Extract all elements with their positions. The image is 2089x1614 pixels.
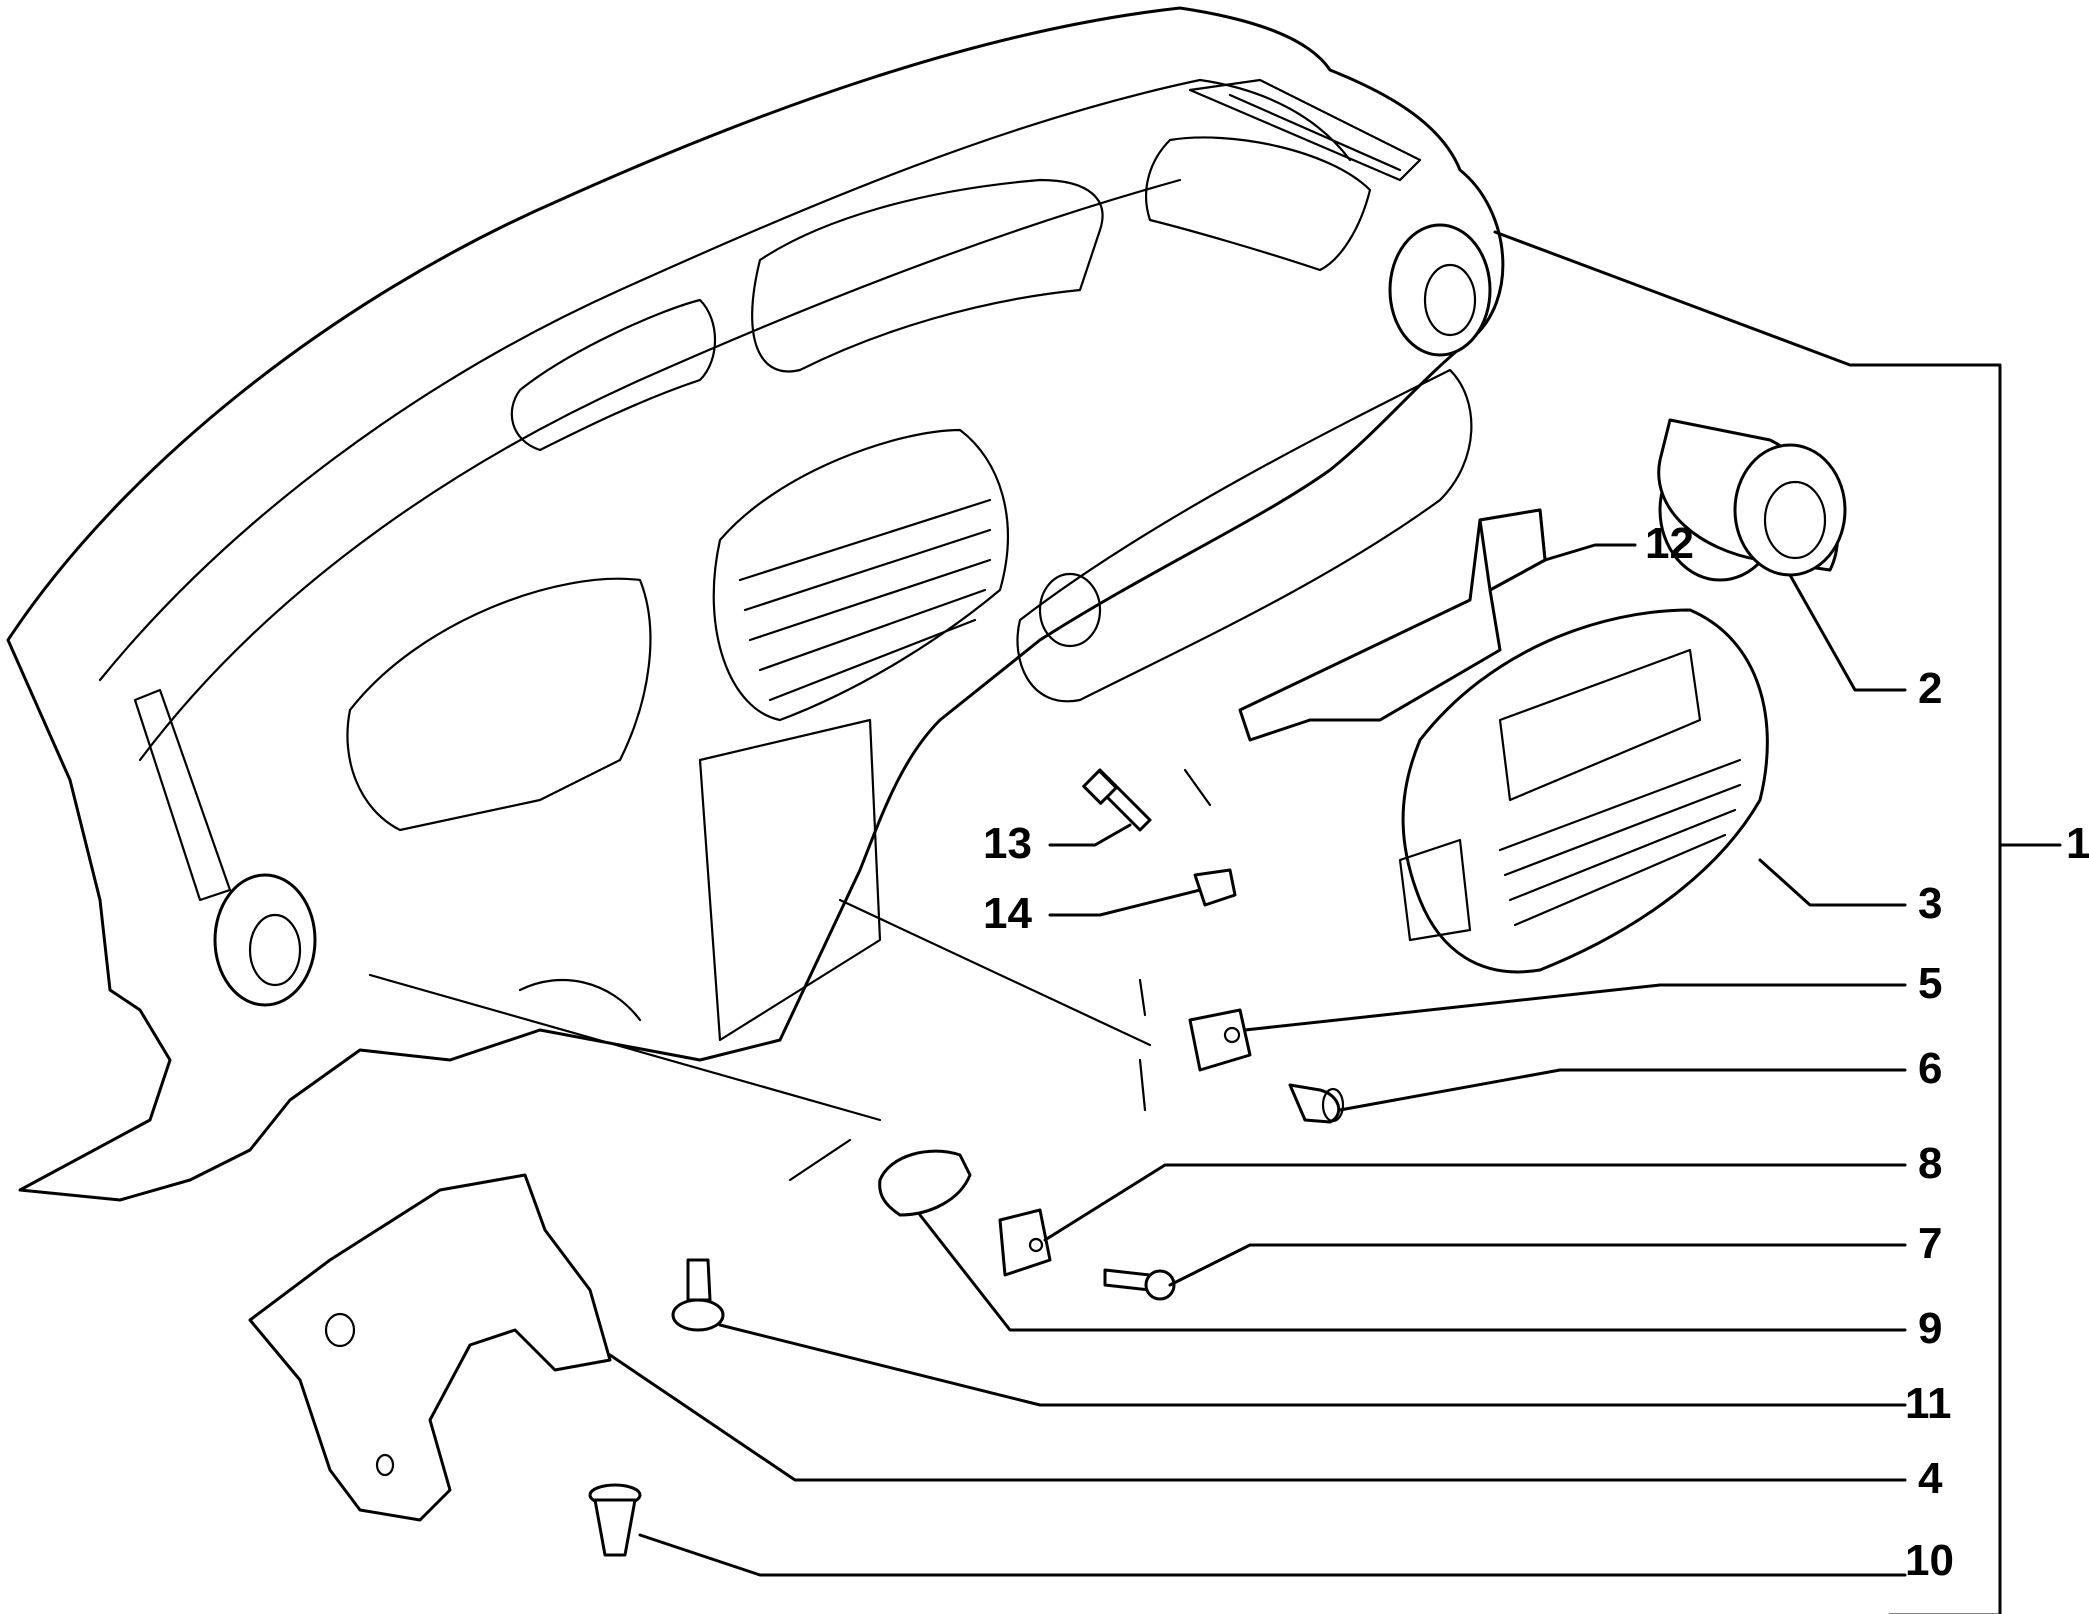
screw-13	[1082, 768, 1152, 832]
callout-6: 6	[1918, 1044, 1943, 1093]
clip-8	[998, 1208, 1052, 1277]
callout-4: 4	[1918, 1454, 1943, 1503]
insulation-panel	[248, 1173, 612, 1522]
callout-5: 5	[1918, 959, 1943, 1008]
plug-6	[1288, 1083, 1345, 1124]
dashboard-assembly	[6, 6, 1505, 1202]
mounting-bracket	[1238, 508, 1547, 742]
round-air-vent	[1657, 418, 1847, 582]
callout-11: 11	[1905, 1379, 1952, 1428]
callout-13: 13	[983, 819, 1032, 868]
callout-9: 9	[1918, 1304, 1943, 1353]
callout-3: 3	[1918, 879, 1943, 928]
callout-12: 12	[1645, 519, 1694, 568]
callout-10: 10	[1905, 1536, 1954, 1585]
clip-10	[588, 1483, 642, 1557]
screw-11	[671, 1258, 725, 1332]
callout-14: 14	[983, 889, 1032, 938]
callout-1: 1	[2066, 819, 2089, 868]
screw-7	[1103, 1268, 1176, 1301]
callout-2: 2	[1918, 664, 1943, 713]
center-air-vent	[1398, 608, 1769, 974]
leader-lines	[368, 230, 2062, 1614]
cover-9	[878, 1149, 972, 1217]
clip-14	[1193, 868, 1237, 907]
callout-7: 7	[1918, 1219, 1943, 1268]
clip-5	[1188, 1008, 1252, 1072]
callout-8: 8	[1918, 1139, 1943, 1188]
